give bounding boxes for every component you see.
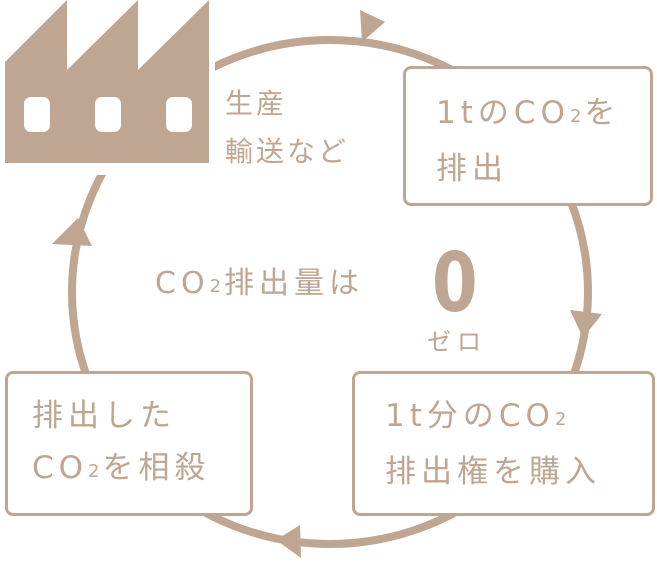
step-offset-line1: 排出した [32,398,176,434]
zero-reading: ゼロ [427,328,487,356]
center-prefix: CO [155,266,210,301]
step-offset-prefix: CO [32,450,89,486]
step-purchase-box: 1t分のCO2 排出権を購入 [352,371,655,516]
factory-icon [5,0,209,163]
cycle-circle [68,36,592,548]
arrow-bottom-icon [276,525,301,558]
subscript: 2 [569,106,585,127]
step-offset-text: 排出した CO2を相殺 [32,390,211,498]
center-text: 排出量は [224,266,365,301]
step-emit-line2: 排出 [436,151,508,187]
factory-label-line2: 輸送など [225,135,350,168]
step-emit-text: 1tのCO2を 排出 [436,87,620,195]
step-offset-line2: を相殺 [102,450,211,486]
step-purchase-line2: 排出権を購入 [385,454,601,490]
step-emit-line1: 1tのCO [436,95,570,131]
subscript: 2 [554,409,570,430]
subscript: 2 [88,461,103,482]
arrow-left-icon [52,218,92,246]
step-offset-box: 排出した CO2を相殺 [5,371,253,516]
step-emit-box: 1tのCO2を 排出 [403,66,653,206]
arrow-top-icon [360,10,385,42]
factory-label: 生産 輸送など [225,80,349,176]
zero-value: 0 [432,236,478,331]
center-statement: CO2排出量は [155,258,364,313]
subscript: 2 [209,276,225,297]
step-emit-suffix: を [584,95,621,131]
step-purchase-line1: 1t分のCO [385,398,555,434]
factory-label-line1: 生産 [225,87,288,120]
step-purchase-text: 1t分のCO2 排出権を購入 [385,390,601,498]
arrow-right-icon [570,310,602,338]
